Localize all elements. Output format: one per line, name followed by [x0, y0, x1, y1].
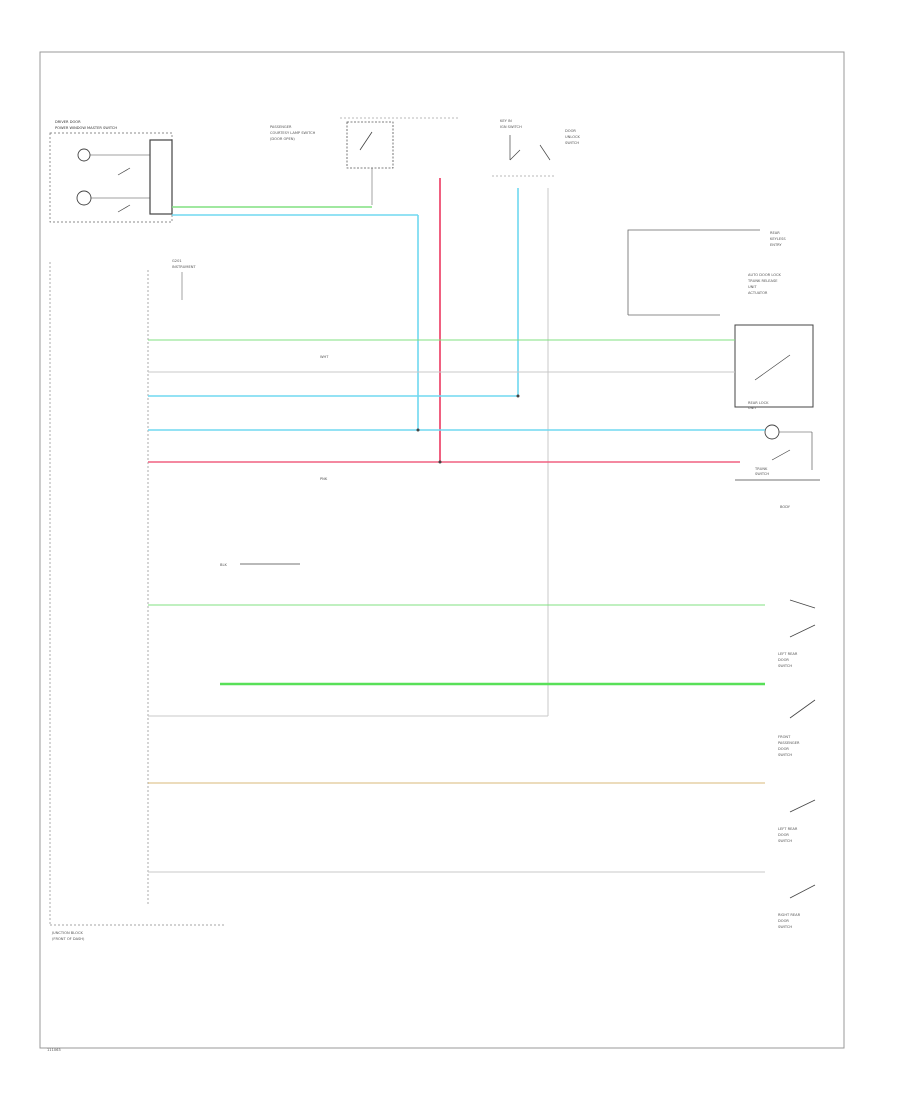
adl-label-3: UNIT: [748, 285, 757, 289]
s3-label-2: DOOR: [778, 833, 789, 837]
adl-label-4: ACTUATOR: [748, 291, 768, 295]
adl-label-2: TRUNK RELEASE: [747, 279, 778, 283]
courtesy-label-3: (DOOR OPEN): [270, 137, 295, 141]
key-label-2: IGN SWITCH: [500, 125, 522, 129]
courtesy-label-2: COURTESY LAMP SWITCH: [270, 131, 316, 135]
rke-label-2: KEYLESS: [770, 237, 786, 241]
jb-label-2: (FRONT OF DASH): [52, 937, 85, 941]
s3-label-1: LEFT REAR: [778, 827, 798, 831]
s2-label-3: DOOR: [778, 747, 789, 751]
rke-label-3: ENTRY: [770, 243, 782, 247]
courtesy-label-1: PASSENGER: [270, 125, 292, 129]
s4-label-1: RIGHT REAR: [778, 913, 801, 917]
s2-label-1: FRONT: [778, 735, 791, 739]
s3-label-3: SWITCH: [778, 839, 792, 843]
unlock-label-2: UNLOCK: [565, 135, 581, 139]
door-switch-1: LEFT REAR DOOR SWITCH: [778, 599, 816, 668]
unlock-label-3: SWITCH: [565, 141, 579, 145]
door-switch-3: LEFT REAR DOOR SWITCH: [778, 799, 816, 843]
footer-code: 111063: [47, 1048, 61, 1052]
s4-label-3: SWITCH: [778, 925, 792, 929]
junction-block: JUNCTION BLOCK (FRONT OF DASH) G201 INST…: [49, 259, 225, 941]
s4-label-2: DOOR: [778, 919, 789, 923]
door-switch-2: FRONT PASSENGER DOOR SWITCH: [778, 699, 816, 757]
unlock-label-1: DOOR: [565, 129, 576, 133]
power-window-switch-module: DRIVER DOOR POWER WINDOW MASTER SWITCH: [49, 120, 173, 223]
gateway-label-1: G201: [172, 259, 182, 263]
s1-label-2: DOOR: [778, 658, 789, 662]
rke-label-1: REAR: [770, 231, 780, 235]
gateway-label-2: INSTRUMENT: [172, 265, 196, 269]
courtesy-lamp-switch: PASSENGER COURTESY LAMP SWITCH (DOOR OPE…: [270, 117, 460, 205]
diagram-border: [39, 51, 845, 1049]
door-switch-4: RIGHT REAR DOOR SWITCH: [778, 884, 816, 929]
s2-label-4: SWITCH: [778, 753, 792, 757]
jb-label-1: JUNCTION BLOCK: [51, 931, 83, 935]
trunk-label-2: SWITCH: [755, 472, 769, 476]
key-label-1: KEY IN: [500, 119, 512, 123]
wire-code: BLK: [220, 563, 227, 567]
module-title-line-1: DRIVER DOOR: [55, 120, 81, 124]
s1-label-1: LEFT REAR: [778, 652, 798, 656]
rear-keyless-unit: REAR KEYLESS ENTRY: [627, 229, 786, 316]
motor-icon: [76, 190, 92, 206]
key-ignition-switch: KEY IN IGN SWITCH DOOR UNLOCK SWITCH: [492, 119, 581, 177]
rear-lock-label-1: REAR LOCK: [748, 401, 769, 405]
wire-code: WHT: [320, 355, 329, 359]
module-title-line-2: POWER WINDOW MASTER SWITCH: [55, 126, 117, 130]
rear-lock-label-2: UNIT: [748, 406, 757, 410]
auto-door-lock-module: AUTO DOOR LOCK TRUNK RELEASE UNIT ACTUAT…: [734, 273, 820, 509]
motor-icon: [77, 148, 91, 162]
s2-label-2: PASSENGER: [778, 741, 800, 745]
motor-icon: [764, 424, 780, 440]
body-module-label: BODY: [780, 505, 791, 509]
wire-code: PNK: [320, 477, 328, 481]
adl-label-1: AUTO DOOR LOCK: [748, 273, 782, 277]
trunk-label-1: TRUNK: [754, 467, 768, 471]
s1-label-3: SWITCH: [778, 664, 792, 668]
